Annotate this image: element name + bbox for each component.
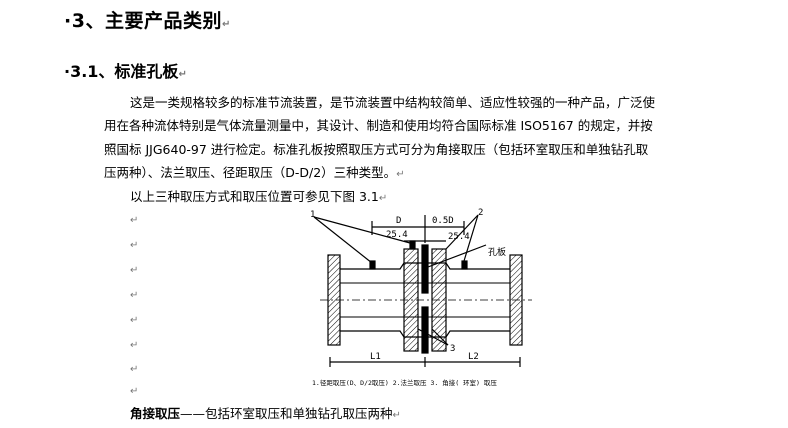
dim-left: 25.4 xyxy=(386,230,408,240)
paragraph-mark: ↵ xyxy=(378,193,388,204)
paragraph-line-4: 压两种）、法兰取压、径距取压（D-D/2）三种类型。↵ xyxy=(104,165,405,180)
paragraph-line-1: 这是一类规格较多的标准节流装置，是节流装置中结构较简单、适应性较强的一种产品，广… xyxy=(130,95,656,110)
dim-D: D xyxy=(396,216,401,226)
paragraph-mark: ↵ xyxy=(130,290,139,301)
callout-2: 2 xyxy=(478,208,483,218)
paragraph-mark: ↵ xyxy=(130,386,139,397)
dim-half-D: 0.5D xyxy=(432,216,454,226)
length-L2: L2 xyxy=(468,352,479,362)
figure-reference: 以上三种取压方式和取压位置可参见下图 3.1↵ xyxy=(130,189,388,204)
dim-right: 25.4 xyxy=(448,232,470,242)
paragraph-mark: ↵ xyxy=(221,19,231,30)
bullet: · xyxy=(64,10,72,32)
paragraph-mark: ↵ xyxy=(130,340,139,351)
subsection-heading-text: 3.1、标准孔板 xyxy=(70,62,179,81)
section-heading-text: 3、主要产品类别 xyxy=(71,10,222,32)
section-heading: ·3、主要产品类别↵ xyxy=(64,6,231,33)
paragraph-mark: ↵ xyxy=(396,169,405,180)
subsection-heading: ·3.1、标准孔板↵ xyxy=(64,58,187,82)
footer-line: 角接取压——包括环室取压和单独钻孔取压两种↵ xyxy=(130,406,401,424)
paragraph-mark: ↵ xyxy=(130,240,139,251)
paragraph-line-2: 用在各种流体特别是气体流量测量中，其设计、制造和使用均符合国际标准 ISO516… xyxy=(104,118,653,133)
callout-3: 3 xyxy=(450,344,455,354)
paragraph-mark: ↵ xyxy=(130,215,139,226)
paragraph-mark: ↵ xyxy=(130,315,139,326)
orifice-plate-diagram: 1 2 3 D 0.5D 25.4 25.4 孔板 L1 L2 1.径距取压(D… xyxy=(310,208,532,387)
callout-1: 1 xyxy=(310,210,315,220)
paragraph-mark: ↵ xyxy=(392,410,401,421)
diagram-caption: 1.径距取压(D、D/2取压) 2.法兰取压 3. 角接( 环室) 取压 xyxy=(312,378,497,387)
bullet: · xyxy=(64,62,71,81)
paragraph-mark: ↵ xyxy=(130,265,139,276)
paragraph-mark: ↵ xyxy=(130,364,139,375)
paragraph-mark: ↵ xyxy=(178,69,187,80)
footer-bold-term: 角接取压 xyxy=(130,406,181,421)
length-L1: L1 xyxy=(370,352,381,362)
orifice-plate-label: 孔板 xyxy=(488,246,506,258)
footer-text: ——包括环室取压和单独钻孔取压两种 xyxy=(180,406,393,421)
paragraph-line-3: 照国标 JJG640-97 进行检定。标准孔板按照取压方式可分为角接取压（包括环… xyxy=(104,142,649,157)
